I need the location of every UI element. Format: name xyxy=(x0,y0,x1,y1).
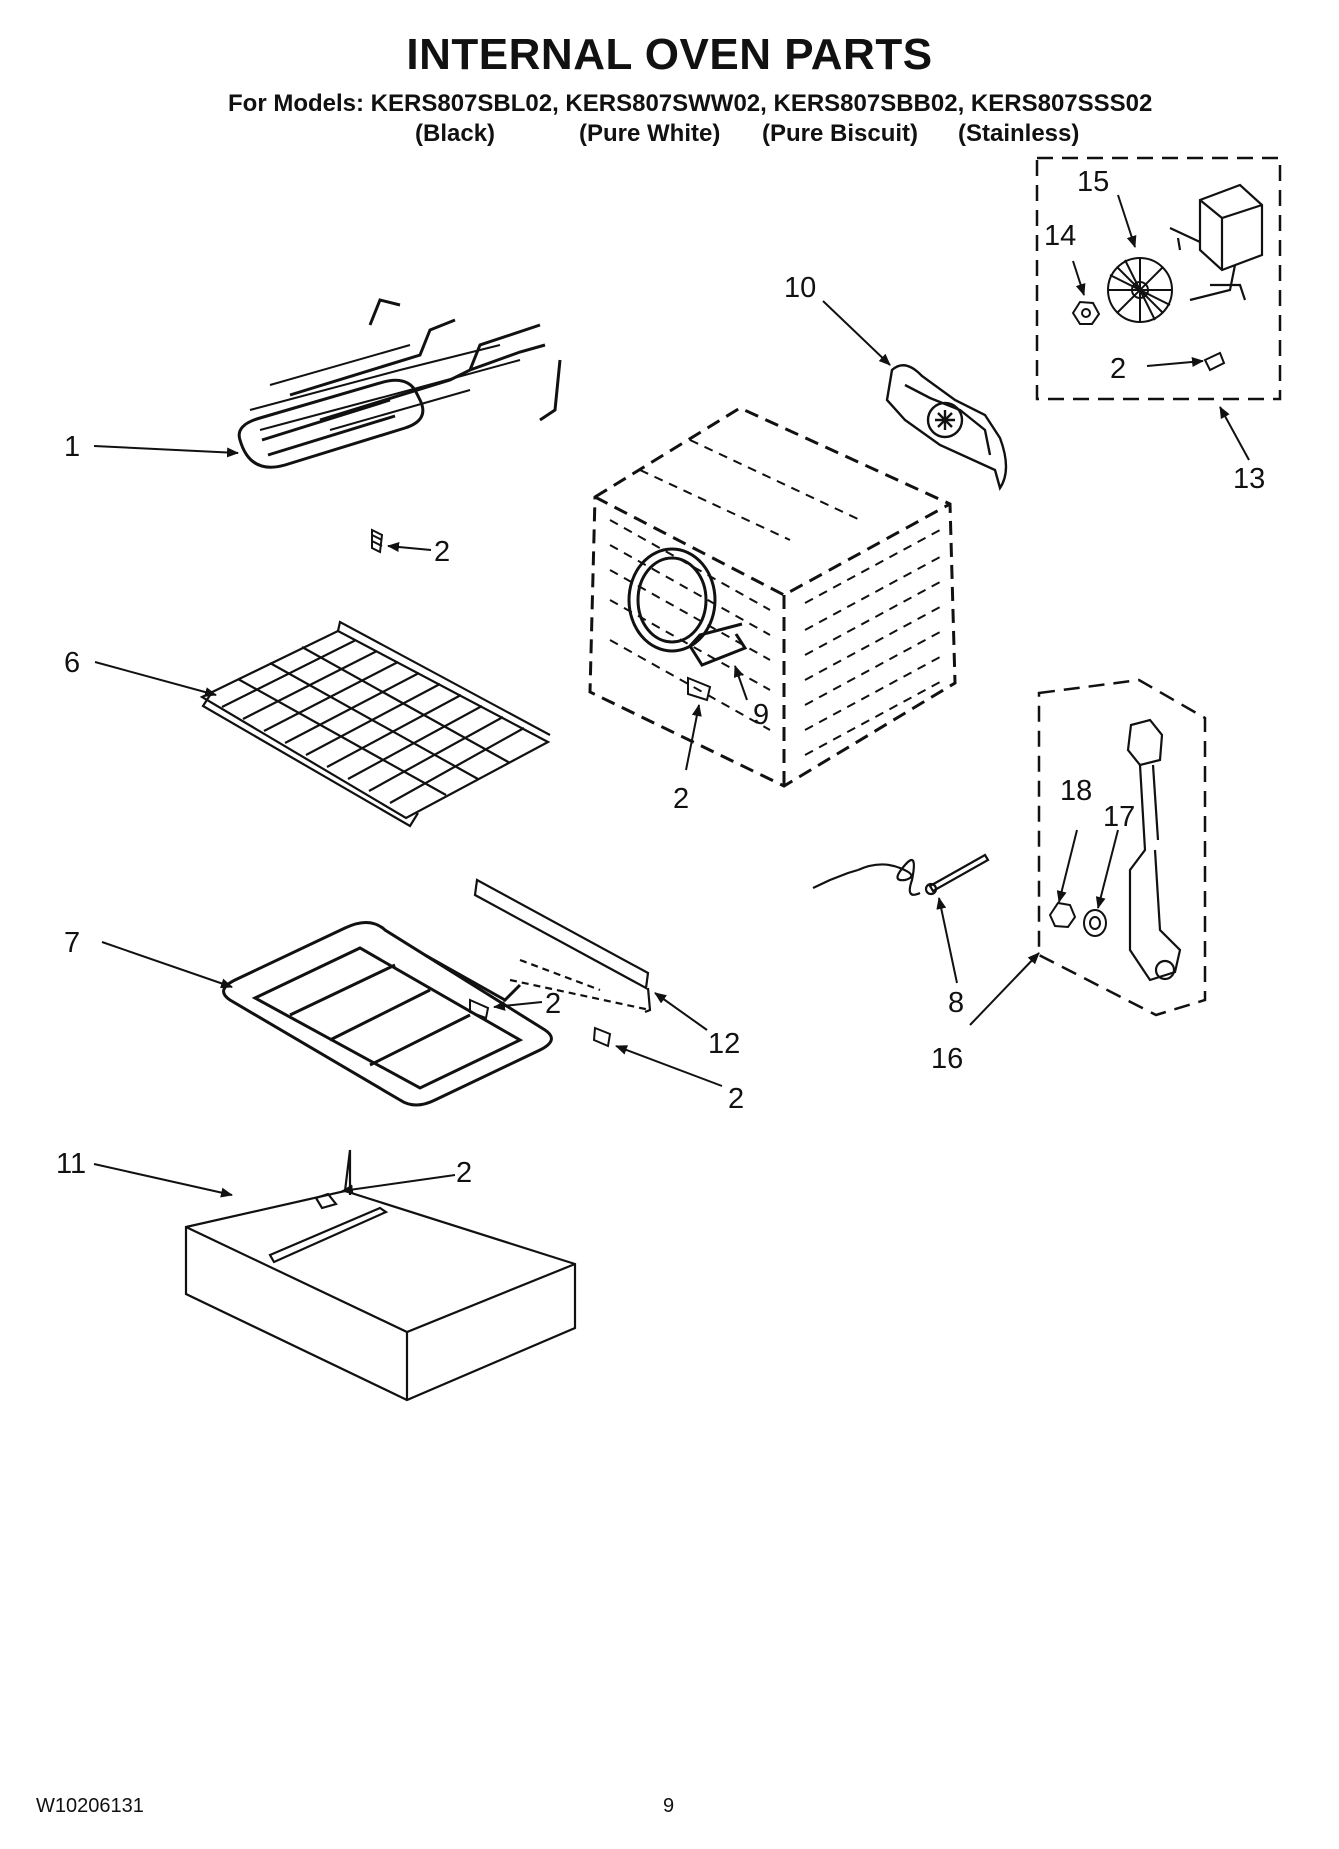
color-label-pure-biscuit: (Pure Biscuit) xyxy=(762,120,919,147)
mounting-plate-part xyxy=(473,878,652,1014)
screw-icon xyxy=(469,998,612,1048)
convection-element-part xyxy=(627,547,748,667)
screw-icon xyxy=(687,676,712,702)
callout-16: 16 xyxy=(931,1043,963,1075)
nut-icon xyxy=(1048,901,1077,929)
callout-14: 14 xyxy=(1044,220,1076,252)
callout-10: 10 xyxy=(784,272,816,304)
fan-baffle-part xyxy=(885,364,1008,491)
page-title: INTERNAL OVEN PARTS xyxy=(406,30,933,79)
callout-18: 18 xyxy=(1060,775,1092,807)
fan-motor-assembly-box xyxy=(1035,156,1282,401)
nut-icon xyxy=(1071,300,1101,325)
screw-icon xyxy=(1203,351,1226,372)
leader-lines xyxy=(93,194,1250,1198)
probe-receptacle-box xyxy=(1037,678,1207,1017)
fan-motor-part xyxy=(1169,183,1264,302)
callout-13: 13 xyxy=(1233,463,1265,495)
callout-12: 12 xyxy=(708,1028,740,1060)
models-line: For Models: KERS807SBL02, KERS807SWW02, … xyxy=(228,90,1153,117)
color-label-black: (Black) xyxy=(415,120,496,147)
fan-blade-part xyxy=(1107,257,1173,323)
callout-11: 11 xyxy=(56,1148,86,1180)
callout-7: 7 xyxy=(64,927,80,959)
oven-cavity-detail xyxy=(609,439,941,756)
color-label-pure-white: (Pure White) xyxy=(579,120,721,147)
bottom-panel-part xyxy=(184,1149,577,1402)
callout-1: 1 xyxy=(64,431,80,463)
oven-rack-part xyxy=(199,620,551,828)
meat-probe-part xyxy=(812,853,990,896)
page-number: 9 xyxy=(663,1795,675,1817)
screw-icon xyxy=(371,528,384,554)
bake-element-part xyxy=(222,921,553,1107)
probe-receptacle-part xyxy=(1126,718,1182,982)
callout-2: 2 xyxy=(728,1083,744,1115)
washer-icon xyxy=(1083,909,1107,937)
callout-17: 17 xyxy=(1103,801,1135,833)
callout-8: 8 xyxy=(948,987,964,1019)
callout-2: 2 xyxy=(673,783,689,815)
oven-cavity-part xyxy=(588,406,957,788)
broil-element-part xyxy=(237,298,562,469)
callout-15: 15 xyxy=(1077,166,1109,198)
callout-9: 9 xyxy=(753,699,769,731)
callout-2: 2 xyxy=(545,988,561,1020)
callout-2: 2 xyxy=(1110,353,1126,385)
callout-2: 2 xyxy=(456,1157,472,1189)
callout-6: 6 xyxy=(64,647,80,679)
color-label-stainless: (Stainless) xyxy=(958,120,1080,147)
document-number: W10206131 xyxy=(36,1795,144,1817)
callout-2: 2 xyxy=(434,536,450,568)
